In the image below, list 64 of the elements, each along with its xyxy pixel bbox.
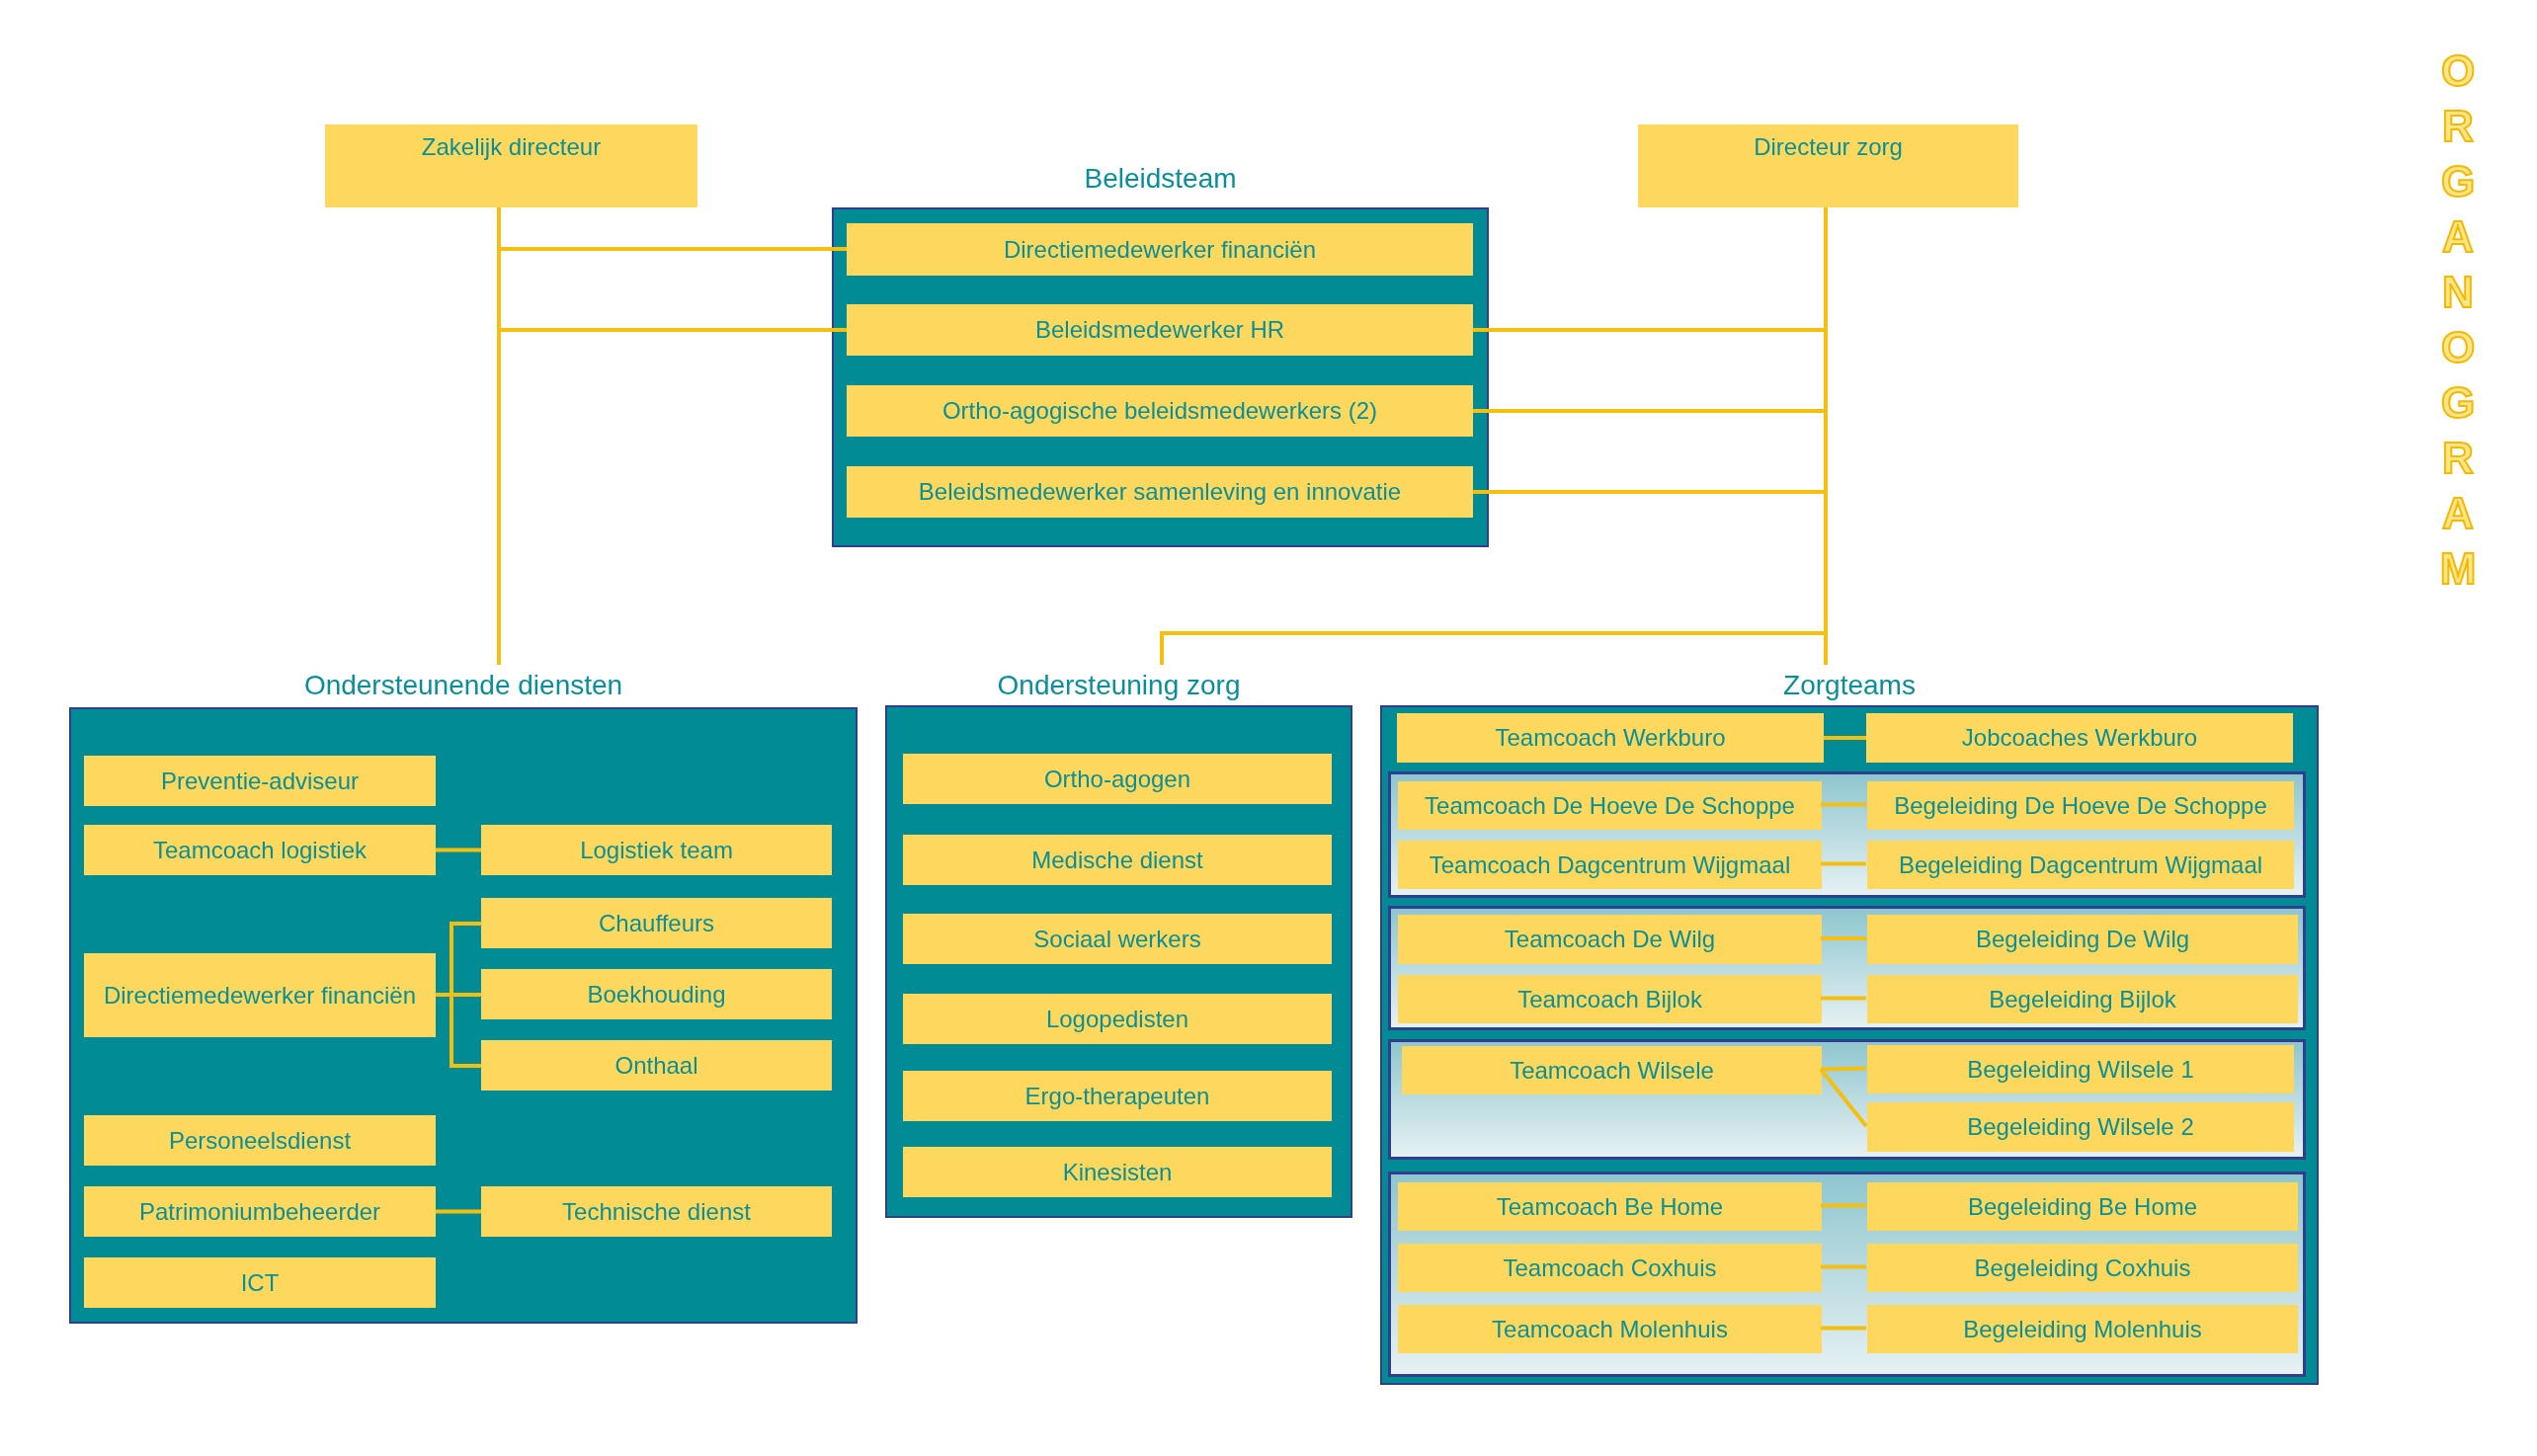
- position-box: Ortho-agogen: [903, 754, 1332, 804]
- position-box: Teamcoach De Wilg: [1398, 915, 1822, 964]
- position-box: Onthaal: [481, 1040, 832, 1091]
- group-heading: Ondersteunende diensten: [302, 669, 624, 702]
- connector-line: [1821, 802, 1866, 807]
- position-box: Teamcoach Wilsele: [1402, 1046, 1822, 1094]
- connector-line: [497, 207, 501, 665]
- position-box: Ortho-agogische beleidsmedewerkers (2): [847, 385, 1473, 437]
- team-group-panel: [1388, 771, 2306, 898]
- position-box: Directeur zorg: [1638, 124, 2018, 207]
- position-box: Teamcoach Molenhuis: [1398, 1305, 1822, 1353]
- connector-line: [436, 1209, 481, 1214]
- position-box: Begeleiding Molenhuis: [1867, 1305, 2298, 1353]
- connector-line: [1821, 1203, 1866, 1208]
- vertical-title: ORGANOGRAM: [2438, 45, 2478, 595]
- position-box: Jobcoaches Werkburo: [1866, 713, 2293, 763]
- position-box: Teamcoach Be Home: [1398, 1182, 1822, 1231]
- position-box: Teamcoach De Hoeve De Schoppe: [1398, 781, 1822, 830]
- position-box: Teamcoach logistiek: [84, 825, 436, 875]
- connector-line: [1821, 996, 1866, 1001]
- position-box: ICT: [84, 1257, 436, 1308]
- position-box: Directiemedewerker financiën: [847, 223, 1473, 276]
- position-box: Directiemedewerker financiën: [84, 953, 436, 1037]
- position-box: Beleidsmedewerker samenleving en innovatie: [847, 466, 1473, 518]
- connector-line: [436, 848, 481, 852]
- position-box: Logopedisten: [903, 994, 1332, 1044]
- connector-line: [1821, 1264, 1866, 1269]
- position-box: Preventie-adviseur: [84, 756, 436, 806]
- connector-line: [1820, 1066, 1867, 1072]
- position-box: Begeleiding Dagcentrum Wijgmaal: [1867, 841, 2294, 889]
- group-heading: Zorgteams: [1782, 669, 1917, 702]
- position-box: Beleidsmedewerker HR: [847, 304, 1473, 356]
- position-box: Medische dienst: [903, 835, 1332, 885]
- position-box: Teamcoach Werkburo: [1397, 713, 1824, 763]
- position-box: Begeleiding Wilsele 1: [1867, 1045, 2294, 1093]
- position-box: Chauffeurs: [481, 898, 832, 948]
- team-group-panel: [1388, 1039, 2306, 1160]
- position-box: Begeleiding Be Home: [1867, 1182, 2298, 1231]
- position-box: Teamcoach Dagcentrum Wijgmaal: [1398, 841, 1822, 889]
- position-box: Logistiek team: [481, 825, 832, 875]
- connector-line: [1821, 861, 1866, 866]
- position-box: Sociaal werkers: [903, 914, 1332, 964]
- team-group-panel: [1388, 1172, 2306, 1377]
- connector-line: [1824, 736, 1866, 740]
- position-box: Begeleiding Coxhuis: [1867, 1244, 2298, 1292]
- position-box: Boekhouding: [481, 969, 832, 1019]
- position-box: Personeelsdienst: [84, 1115, 436, 1166]
- connector-line: [1821, 936, 1866, 940]
- position-box: Begeleiding Wilsele 2: [1867, 1102, 2294, 1152]
- team-group-panel: [1388, 906, 2306, 1030]
- position-box: Teamcoach Bijlok: [1398, 975, 1822, 1023]
- position-box: Ergo-therapeuten: [903, 1071, 1332, 1121]
- position-box: Technische dienst: [481, 1186, 832, 1237]
- position-box: Begeleiding De Wilg: [1867, 915, 2298, 964]
- position-box: Begeleiding Bijlok: [1867, 975, 2298, 1023]
- position-box: Begeleiding De Hoeve De Schoppe: [1867, 781, 2294, 830]
- position-box: Zakelijk directeur: [325, 124, 697, 207]
- connector-line: [436, 993, 481, 1068]
- position-box: Patrimoniumbeheerder: [84, 1186, 436, 1237]
- position-box: Teamcoach Coxhuis: [1398, 1244, 1822, 1292]
- position-box: Kinesisten: [903, 1147, 1332, 1197]
- group-heading: Beleidsteam: [1083, 162, 1238, 196]
- group-heading: Ondersteuning zorg: [996, 669, 1242, 702]
- connector-line: [1821, 1326, 1866, 1331]
